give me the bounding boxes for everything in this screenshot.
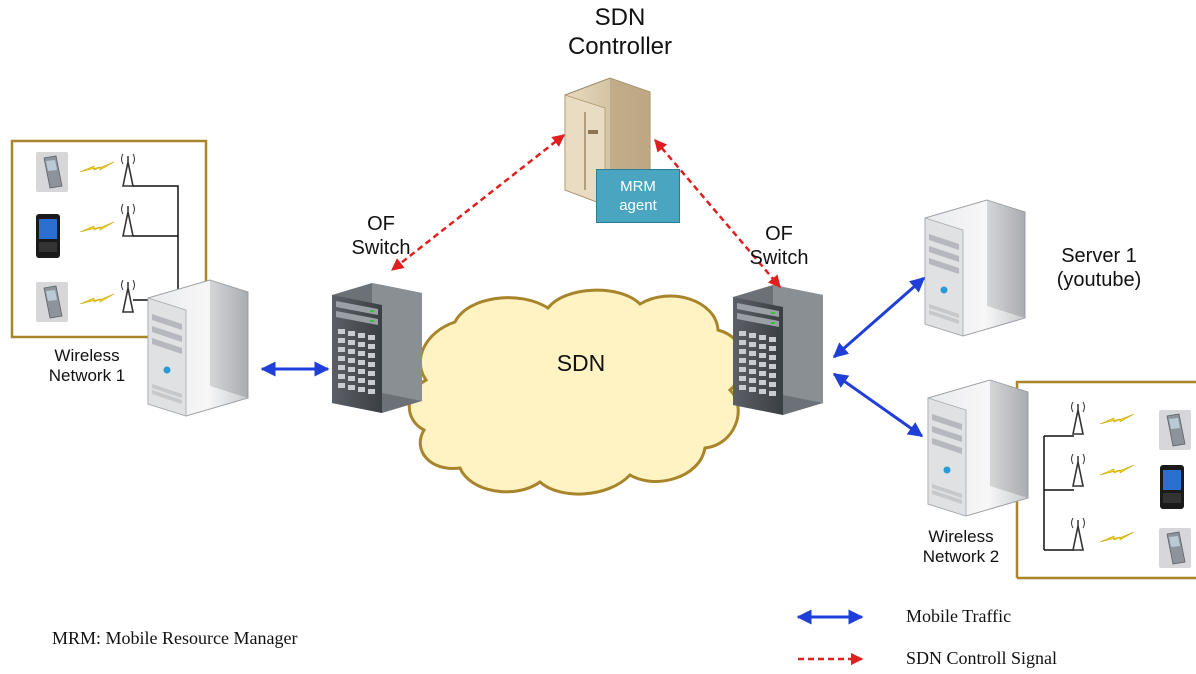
control-arrow-right [654, 139, 781, 288]
antenna-tower-icon [1070, 401, 1086, 435]
mobile-phone-icon [1158, 409, 1192, 451]
mobile-phone-icon [1158, 527, 1192, 569]
of-switch-right [733, 285, 823, 415]
antenna-tower-icon [120, 153, 136, 187]
wireless-network-2-label: Wireless Network 2 [906, 527, 1016, 568]
of-switch-left-line2: Switch [351, 237, 411, 259]
wireless-network-2-line1: Wireless [928, 527, 994, 546]
mobile-phone-icon [36, 214, 60, 258]
mrm-agent-box: MRM agent [596, 169, 680, 223]
wireless-network-2-links [1043, 435, 1074, 551]
wireless-signal-icon [1099, 464, 1135, 476]
wireless-network-1-frame [10, 139, 208, 339]
wireless-network-1-line1: Wireless [54, 346, 120, 365]
wireless-signal-icon [79, 293, 115, 305]
controller-server-icon [564, 77, 651, 206]
controller-label-line2: Controller [567, 32, 673, 60]
antenna-tower-icon [120, 279, 136, 313]
server-1-icon [924, 199, 1026, 337]
mobile-phone-icon [35, 281, 69, 323]
server-1-line1: Server 1 [1061, 245, 1137, 267]
legend-traffic-label: Mobile Traffic [906, 606, 1012, 626]
wireless-signal-icon [79, 221, 115, 233]
wireless-signal-icon [1099, 413, 1135, 425]
wireless-network-1-line2: Network 1 [48, 366, 126, 386]
mobile-phone-icon [1160, 465, 1184, 509]
of-switch-left [332, 283, 422, 413]
mrm-agent-line2: agent [619, 197, 657, 214]
of-switch-left-line1: OF [367, 213, 395, 235]
footnote-mrm: MRM: Mobile Resource Manager [52, 628, 298, 648]
sdn-cloud-label: SDN [556, 350, 606, 376]
traffic-arrow-switch-wn2 [832, 372, 924, 438]
of-switch-right-line1: OF [765, 223, 793, 245]
sdn-cloud [407, 288, 746, 496]
server-icon [147, 279, 249, 417]
mobile-phone-icon [35, 151, 69, 193]
server-1-label: Server 1 (youtube) [1034, 244, 1164, 292]
wireless-network-2-line2: Network 2 [922, 547, 1000, 567]
wireless-signal-icon [79, 161, 115, 173]
wireless-network-2-frame [1015, 380, 1196, 580]
server-icon [927, 379, 1029, 517]
mrm-agent-line1: MRM [620, 177, 656, 195]
legend-control-label: SDN Controll Signal [906, 648, 1058, 668]
wireless-signal-icon [1099, 531, 1135, 543]
controller-label: SDN Controller [520, 4, 720, 62]
control-arrow-left [391, 134, 565, 271]
of-switch-right-line2: Switch [749, 247, 809, 269]
controller-label-line1: SDN [594, 4, 646, 31]
wireless-network-1-label: Wireless Network 1 [32, 346, 142, 387]
server-1-line2: (youtube) [1056, 269, 1142, 291]
of-switch-right-label: OF Switch [734, 222, 824, 270]
traffic-arrow-switch-server1 [832, 276, 926, 359]
of-switch-left-label: OF Switch [336, 212, 426, 260]
antenna-tower-icon [1070, 517, 1086, 551]
antenna-tower-icon [120, 203, 136, 237]
antenna-tower-icon [1070, 453, 1086, 487]
wireless-network-1-links [133, 185, 179, 301]
